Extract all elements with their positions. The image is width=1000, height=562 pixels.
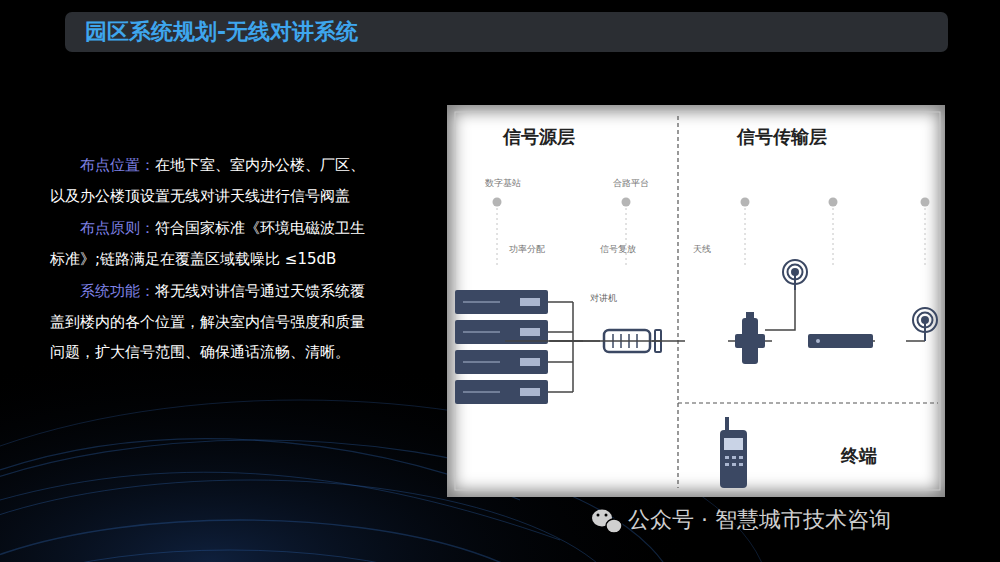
- description-paragraph: 布点位置：在地下室、室内办公楼、厂区、以及办公楼顶设置无线对讲天线进行信号阀盖: [50, 150, 372, 211]
- repeater: 信号复放: [583, 244, 652, 419]
- layer-heading: 信号传输层: [737, 126, 827, 148]
- title-band: 园区系统规划-无线对讲系统: [65, 12, 948, 52]
- radio-icon: [720, 417, 747, 488]
- inner-frame: [455, 112, 940, 490]
- description-text: 布点位置：在地下室、室内办公楼、厂区、以及办公楼顶设置无线对讲天线进行信号阀盖布…: [50, 150, 372, 370]
- watermark-text: 公众号 · 智慧城市技术咨询: [628, 507, 891, 532]
- component-label: 合路平台: [599, 178, 663, 189]
- layer-heading: 信号源层: [503, 126, 575, 148]
- signal-link: [505, 340, 662, 342]
- transport-layer: 信号传输层: [678, 112, 940, 403]
- radio-terminal: 对讲机: [542, 256, 627, 331]
- watermark: 公众号 · 智慧城市技术咨询: [628, 505, 891, 535]
- combiner: 合路平台: [600, 178, 662, 358]
- item-key: 布点位置：: [80, 156, 155, 174]
- base-station: 数字基站功率分配对讲机信号复放天线: [455, 178, 550, 404]
- antenna: 天线: [685, 244, 719, 419]
- description-paragraph: 系统功能：将无线对讲信号通过天馈系统覆盖到楼内的各个位置，解决室内信号强度和质量…: [50, 276, 372, 368]
- terminal-layer: 终端: [678, 403, 940, 490]
- repeater-icon: [808, 334, 873, 348]
- base-station-stack: [455, 290, 548, 404]
- layer-dividers: [678, 116, 938, 488]
- signal-link: [549, 340, 583, 342]
- layer-heading: 终端: [841, 445, 877, 467]
- item-key: 布点原则：: [80, 219, 155, 237]
- title-bar: [65, 12, 948, 52]
- item-key: 系统功能：: [80, 282, 155, 300]
- signal-link: [652, 340, 685, 342]
- component-label: 天线: [684, 244, 720, 255]
- source-layer: 信号源层数字基站功率分配对讲机信号复放天线合路平台: [455, 112, 678, 490]
- layer-heading: 园区系统规划-无线对讲系统: [85, 18, 358, 46]
- pin-markers: [493, 198, 930, 269]
- component-label: 信号复放: [582, 244, 653, 255]
- wechat-icon: [592, 510, 622, 534]
- component-label: 功率分配: [504, 244, 550, 255]
- description-paragraph: 布点原则：符合国家标准《环境电磁波卫生标准》;链路满足在覆盖区域载噪比 ≤15d…: [50, 213, 372, 274]
- antenna-icon: [783, 260, 937, 341]
- component-label: 数字基站: [454, 178, 551, 189]
- power-splitter: 功率分配对讲机: [505, 244, 549, 432]
- splitter-icon: [735, 312, 765, 364]
- layer-heading: 对讲机: [590, 293, 617, 304]
